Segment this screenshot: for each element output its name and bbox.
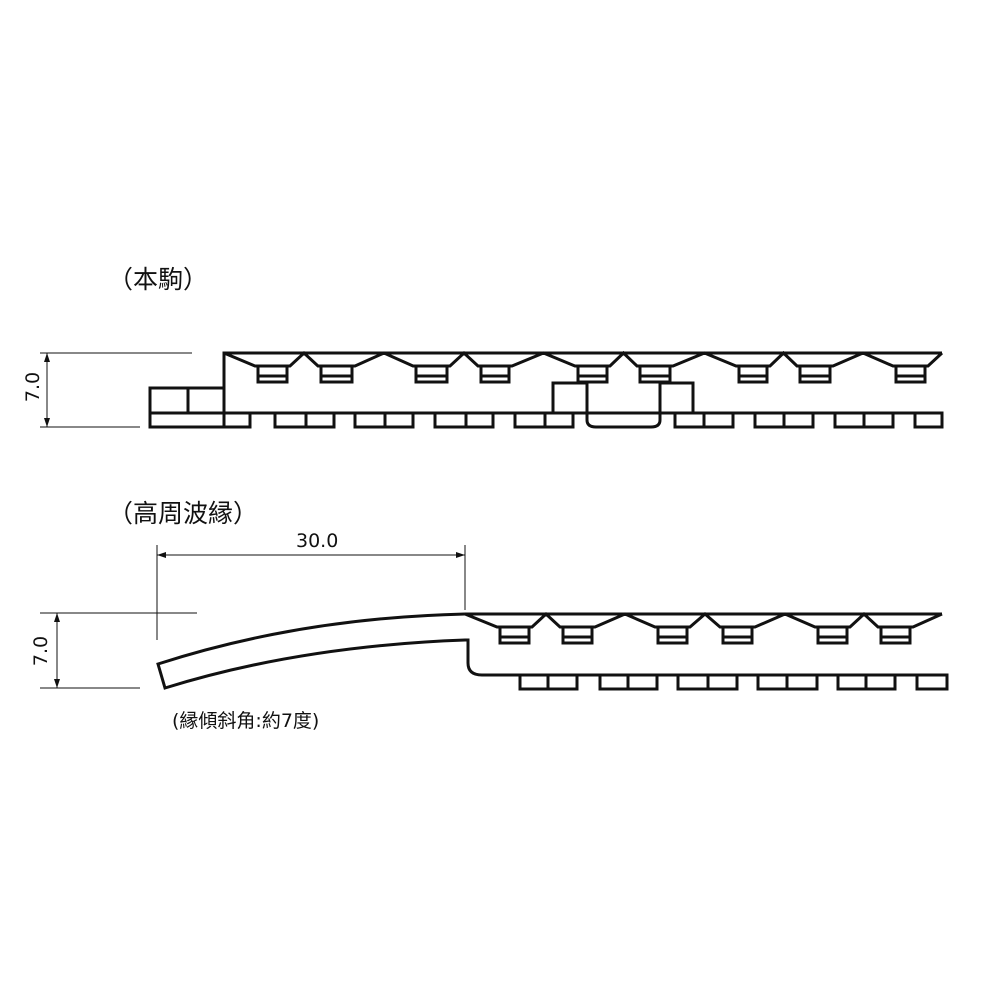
edge-flange-outline [156,612,942,690]
top-groove-contour [223,350,944,368]
bottom-groove-slot [879,625,912,645]
width-dimension-label: 30.0 [296,530,339,552]
bottom-groove-slot [816,625,849,645]
top-post-left [551,381,589,413]
bottom-dim-arrowheads [54,613,60,688]
bottom-groove-slot [498,625,531,645]
top-groove-slot [737,364,769,384]
bottom-groove-slot [561,625,594,645]
top-groove-slot [256,364,289,384]
top-post-right [658,381,695,413]
top-profile-title: （本駒） [108,265,209,294]
top-groove-slot [576,364,609,384]
top-center-channel [585,413,662,429]
bottom-profile-title: （高周波縁） [108,499,259,528]
top-foot [433,411,495,429]
top-groove-slot [638,364,672,384]
top-groove-slot [319,364,354,384]
bottom-foot [915,673,949,691]
top-groove-slot [894,364,927,384]
bottom-groove-contour [464,611,943,629]
bottom-groove-slot [656,625,689,645]
top-groove-slot [414,364,449,384]
top-foot [148,411,252,429]
top-dim-arrowheads [44,353,50,427]
top-groove-slot [479,364,511,384]
top-groove-slot [798,364,832,384]
bottom-groove-slot [721,625,754,645]
top-foot [913,411,944,429]
edge-angle-note: (縁傾斜角:約7度) [172,710,320,732]
